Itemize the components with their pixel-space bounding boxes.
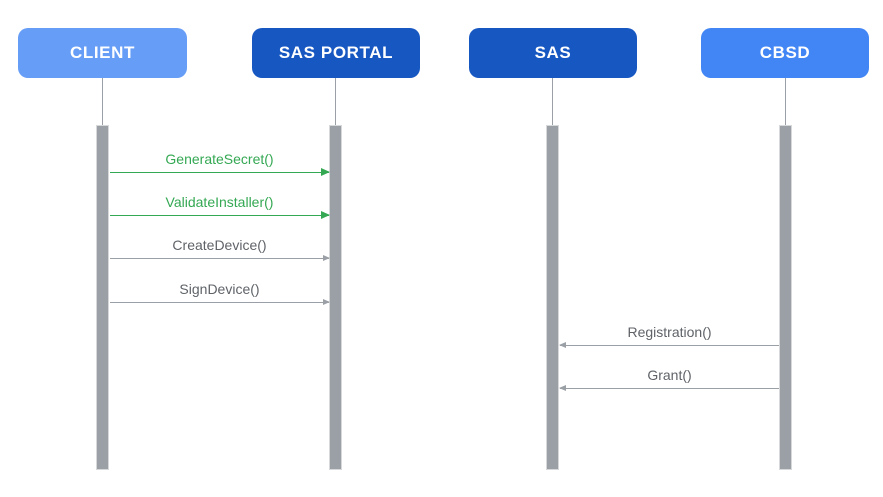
message-label-sign-device: SignDevice() xyxy=(179,281,260,297)
message-generate-secret: GenerateSecret() xyxy=(110,151,330,176)
message-create-device: CreateDevice() xyxy=(110,237,330,261)
message-validate-installer: ValidateInstaller() xyxy=(110,194,330,219)
lifeline-cbsd xyxy=(785,78,786,125)
message-label-generate-secret: GenerateSecret() xyxy=(165,151,274,167)
actor-box-sas-portal: SAS PORTAL xyxy=(252,28,420,78)
message-grant: Grant() xyxy=(559,367,779,391)
lifeline-sas-portal xyxy=(335,78,336,125)
arrow-head-icon xyxy=(559,342,566,348)
actor-box-client: CLIENT xyxy=(18,28,187,78)
actor-box-sas: SAS xyxy=(469,28,637,78)
actor-box-cbsd: CBSD xyxy=(701,28,869,78)
message-arrow-create-device xyxy=(110,255,330,261)
message-label-registration: Registration() xyxy=(627,324,712,340)
message-arrow-grant xyxy=(559,385,779,391)
message-label-grant: Grant() xyxy=(647,367,692,383)
activation-bar-sas xyxy=(546,125,559,470)
actor-label-sas-portal: SAS PORTAL xyxy=(278,43,394,62)
lifeline-sas xyxy=(552,78,553,125)
message-label-create-device: CreateDevice() xyxy=(172,237,267,253)
arrow-head-icon xyxy=(323,255,330,261)
message-arrow-registration xyxy=(559,342,779,348)
arrow-head-icon xyxy=(321,168,330,176)
activation-bar-cbsd xyxy=(779,125,792,470)
message-arrow-generate-secret xyxy=(110,168,330,176)
message-registration: Registration() xyxy=(559,324,779,348)
message-label-validate-installer: ValidateInstaller() xyxy=(165,194,274,210)
message-arrow-validate-installer xyxy=(110,211,330,219)
arrow-head-icon xyxy=(559,385,566,391)
arrow-head-icon xyxy=(321,211,330,219)
actor-label-sas: SAS xyxy=(534,43,572,62)
actor-label-client: CLIENT xyxy=(70,43,135,62)
lifeline-client xyxy=(102,78,103,125)
activation-bar-client xyxy=(96,125,109,470)
message-arrow-sign-device xyxy=(110,299,330,305)
message-sign-device: SignDevice() xyxy=(110,281,330,305)
activation-bar-sas-portal xyxy=(329,125,342,470)
arrow-head-icon xyxy=(323,299,330,305)
actor-label-cbsd: CBSD xyxy=(759,43,811,62)
